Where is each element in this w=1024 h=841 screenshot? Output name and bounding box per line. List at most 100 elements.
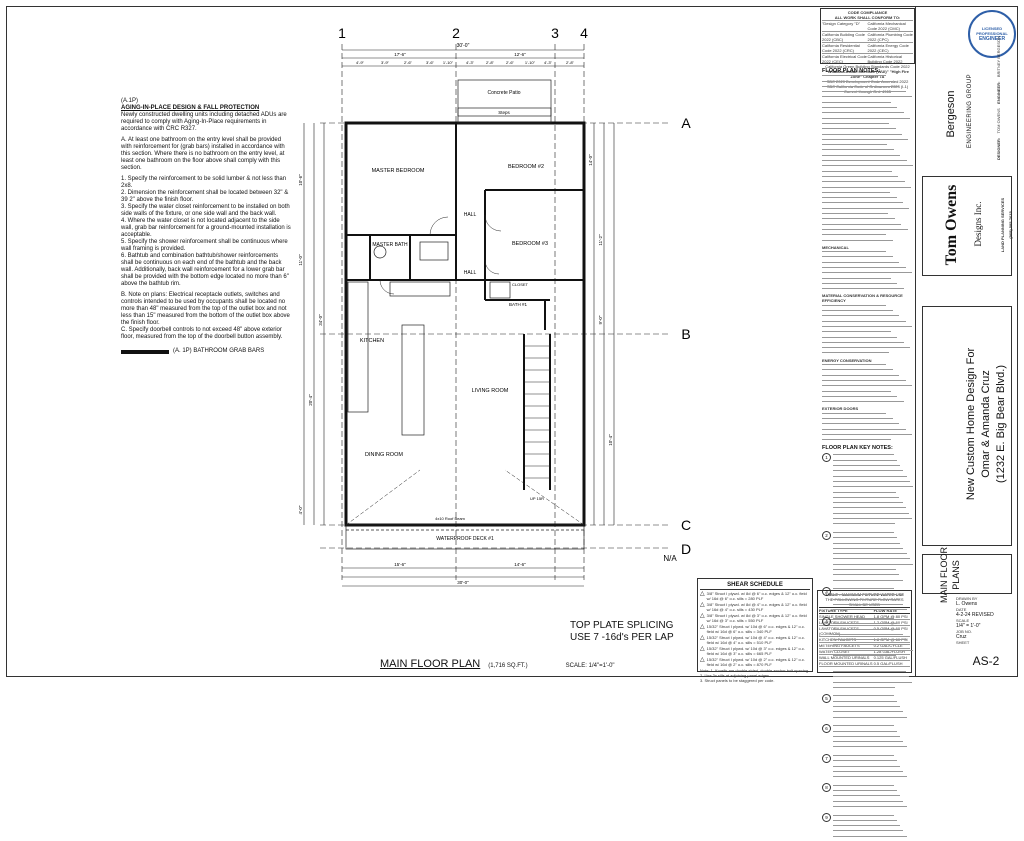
dim-top-0: 17'-6": [394, 52, 406, 57]
project-title-3: (1232 E. Big Bear Blvd.): [995, 365, 1007, 484]
fixture-rate: 1.2 GPM @ 60 PSI: [873, 620, 908, 625]
note-text-line: [822, 379, 906, 384]
fixture-type: WATER CLOSET: [819, 649, 851, 654]
engineer-name: BRITNEY BERGESON: [996, 36, 1001, 78]
note-text-line: [833, 491, 897, 496]
key-note: 6: [822, 723, 914, 752]
note-text-line: [822, 223, 902, 228]
shear-symbol-icon: △: [700, 591, 705, 597]
note-text-line: [822, 315, 900, 319]
fixture-header: FIXTURE TYPE FLOW RATE: [819, 607, 910, 614]
dim-right-3: 10'-4": [608, 434, 613, 446]
note-text-line: [822, 170, 892, 175]
fixture-col2: FLOW RATE: [873, 608, 898, 613]
job-value: Cruz: [956, 634, 967, 640]
shear-row-text: 3/8" Struct I plywd. w/ 8d @ 6" o.c. edg…: [706, 591, 807, 601]
note-text-line: [833, 741, 904, 745]
note-text-line: [822, 75, 887, 79]
note-text-line: [822, 112, 904, 116]
note-text-line: [833, 825, 901, 829]
key-note: 4: [822, 616, 914, 692]
key-note: 3: [822, 586, 914, 615]
note-text-line: [833, 681, 913, 686]
code-line1: California Green Building Standards Code…: [825, 64, 910, 69]
note-text-line: [822, 412, 887, 417]
shear-row: △3/8" Struct I plywd. w/ 8d @ 3" o.c. ed…: [700, 613, 810, 623]
key-note: 2: [822, 530, 914, 585]
key-notes-title: FLOOR PLAN KEY NOTES:: [822, 445, 893, 452]
shear-row: △3/8" Struct I plywd. w/ 8d @ 6" o.c. ed…: [700, 591, 810, 601]
note-text-line: [822, 80, 893, 85]
aging-intro: Newly constructed dwelling units includi…: [121, 112, 287, 132]
dim-bottom-1: 14'-6": [514, 562, 526, 567]
note-text-line: [833, 665, 903, 670]
shear-row-text: 15/32" Struct I plywd. w/ 10d @ 3" o.c. …: [706, 646, 805, 656]
shear-row: △3/8" Struct I plywd. w/ 8d @ 4" o.c. ed…: [700, 602, 810, 612]
note-text-line: [833, 480, 910, 485]
note-text-line: [822, 107, 898, 111]
aging-legend-text: (A. 1P) BATHROOM GRAB BARS: [173, 348, 265, 354]
shear-row: △15/32" Struct I plywd. w/ 10d @ 3" o.c.…: [700, 646, 810, 656]
note-text-line: [833, 716, 907, 721]
note-text-line: [833, 588, 894, 592]
note-text-line: [822, 213, 889, 217]
room-dining: DINING ROOM: [365, 452, 403, 458]
dim-right-1: 11'-2": [598, 234, 603, 246]
key-note-body: [833, 754, 914, 782]
grid-extra: N/A: [663, 554, 677, 563]
note-text-line: [833, 502, 903, 506]
room-bedroom-3: BEDROOM #3: [512, 241, 548, 247]
key-note-body: [833, 813, 914, 841]
shear-symbol-icon: △: [700, 624, 705, 630]
note-text-line: [833, 604, 904, 608]
note-text-line: [822, 191, 891, 196]
note-text-line: [833, 593, 897, 598]
key-note-number: 6: [822, 723, 831, 733]
shear-note: 3. Struct panels to be staggered per cod…: [700, 678, 775, 683]
note-text-line: [833, 686, 896, 691]
note-text-line: [833, 700, 897, 705]
grid-col-4: 4: [580, 25, 588, 41]
key-note-number: 9: [822, 813, 831, 823]
note-text-line: [822, 364, 887, 368]
scale-value: 1/4" = 1'-0": [956, 623, 981, 629]
fixture-type: FLOOR MOUNTED URINALS: [819, 661, 873, 666]
drawing-sheet: { "sheet_number": "AS-2", "aging_notes":…: [6, 6, 1018, 837]
note-text-line: [822, 160, 907, 164]
note-text-line: [822, 234, 887, 238]
aging-item-c: C. Specify doorbell controls to not exce…: [121, 327, 283, 340]
drawn-value: L. Owens: [956, 601, 978, 607]
room-deck: WATERPROOF DECK #1: [436, 536, 494, 542]
key-note-body: [833, 453, 914, 528]
key-note-number: 3: [822, 586, 831, 596]
note-text-line: [822, 369, 893, 373]
fixture-col1: FIXTURE TYPE: [819, 608, 848, 613]
grid-row-b: B: [681, 326, 690, 342]
room-master-bath: MASTER BATH: [372, 242, 408, 248]
note-text-line: [822, 401, 904, 405]
key-note-number: 4: [822, 616, 831, 626]
note-text-line: [833, 655, 897, 659]
shear-row-text: 15/32" Struct I plywd. w/ 10d @ 2" o.c. …: [706, 657, 805, 667]
note-text-line: [833, 790, 897, 794]
shear-rows: △3/8" Struct I plywd. w/ 8d @ 6" o.c. ed…: [700, 591, 810, 667]
aging-item-4: 4. Where the water closet is not located…: [121, 218, 291, 238]
grid-col-1: 1: [338, 25, 346, 41]
key-note: 7: [822, 753, 914, 782]
note-text-line: [833, 644, 910, 648]
fixture-title: TABLE - MAXIMUM FIXTURE WATER USE: [825, 592, 904, 597]
shear-symbol-icon: △: [700, 657, 705, 663]
note-text-line: [822, 428, 906, 433]
note-text-line: [833, 676, 910, 680]
note-text-line: [822, 374, 900, 379]
designer-logo: Tom Owens: [943, 175, 963, 275]
key-note-body: [833, 783, 914, 811]
note-text-line: [833, 760, 897, 764]
note-text-line: [822, 304, 887, 309]
note-text-line: [833, 765, 901, 770]
shear-row-text: 15/32" Struct I plywd. w/ 10d @ 6" o.c. …: [706, 624, 805, 634]
title-block: LICENSED PROFESSIONAL ENGINEER Bergeson …: [915, 6, 1018, 677]
logo-sub-text: Designs Inc.: [973, 201, 983, 247]
note-text-line: [822, 85, 900, 90]
firm-name: Bergeson: [945, 90, 957, 138]
